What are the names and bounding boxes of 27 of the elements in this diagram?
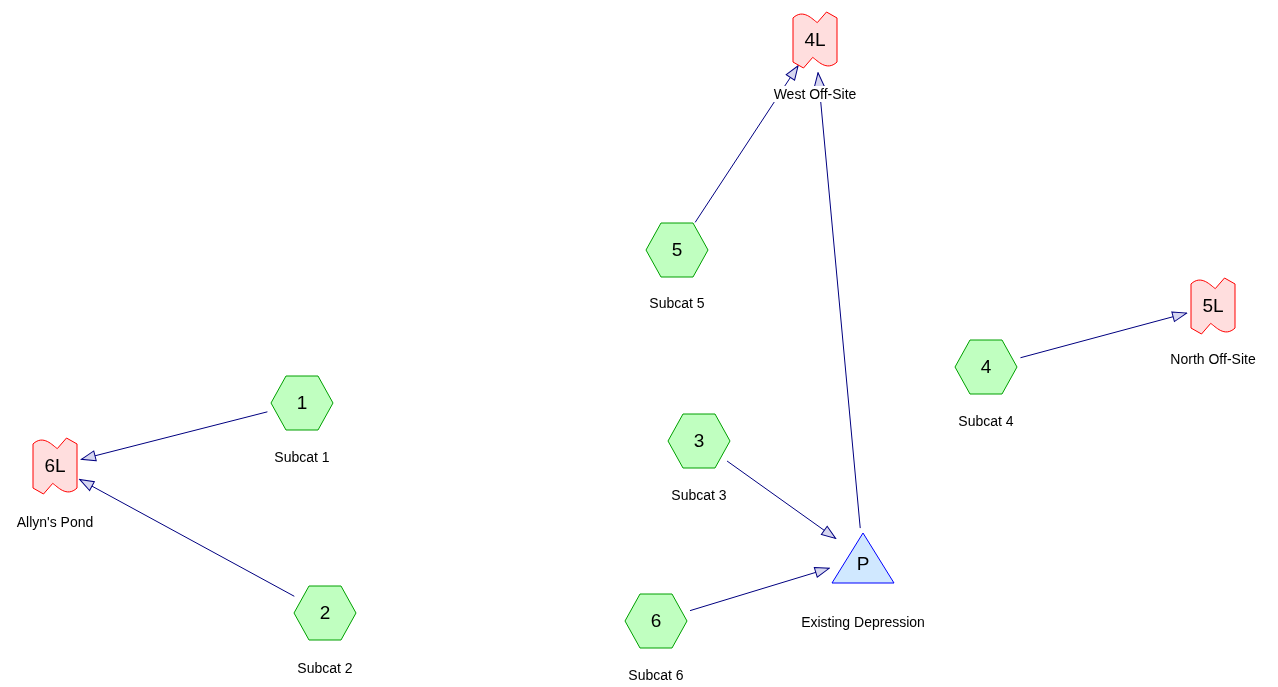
arrow bbox=[694, 65, 799, 223]
node-label: 5L bbox=[1201, 295, 1225, 317]
node-caption: Subcat 1 bbox=[274, 449, 330, 465]
arrow bbox=[726, 460, 837, 539]
node-label: 6L bbox=[43, 455, 67, 477]
node-label: 4L bbox=[803, 29, 827, 51]
arrow bbox=[813, 72, 861, 529]
node-label: 5 bbox=[670, 239, 684, 261]
node-label: P bbox=[855, 553, 871, 576]
node-label: 2 bbox=[318, 602, 332, 624]
arrow bbox=[689, 567, 830, 612]
node-label: 1 bbox=[295, 392, 309, 414]
node-caption: North Off-Site bbox=[1170, 351, 1256, 367]
node-label: 4 bbox=[979, 356, 993, 378]
node-caption: Subcat 3 bbox=[671, 487, 727, 503]
arrow bbox=[1019, 311, 1188, 359]
node-caption: West Off-Site bbox=[773, 86, 857, 102]
node-label: 6 bbox=[649, 610, 663, 632]
node-caption: Subcat 4 bbox=[958, 413, 1014, 429]
node-label: 3 bbox=[692, 430, 706, 452]
node-caption: Subcat 6 bbox=[628, 667, 684, 683]
arrow bbox=[80, 411, 268, 462]
arrow bbox=[79, 478, 295, 597]
node-caption: Allyn's Pond bbox=[16, 514, 94, 530]
node-caption: Subcat 5 bbox=[649, 295, 705, 311]
node-caption: Existing Depression bbox=[801, 614, 925, 630]
node-caption: Subcat 2 bbox=[297, 660, 353, 676]
